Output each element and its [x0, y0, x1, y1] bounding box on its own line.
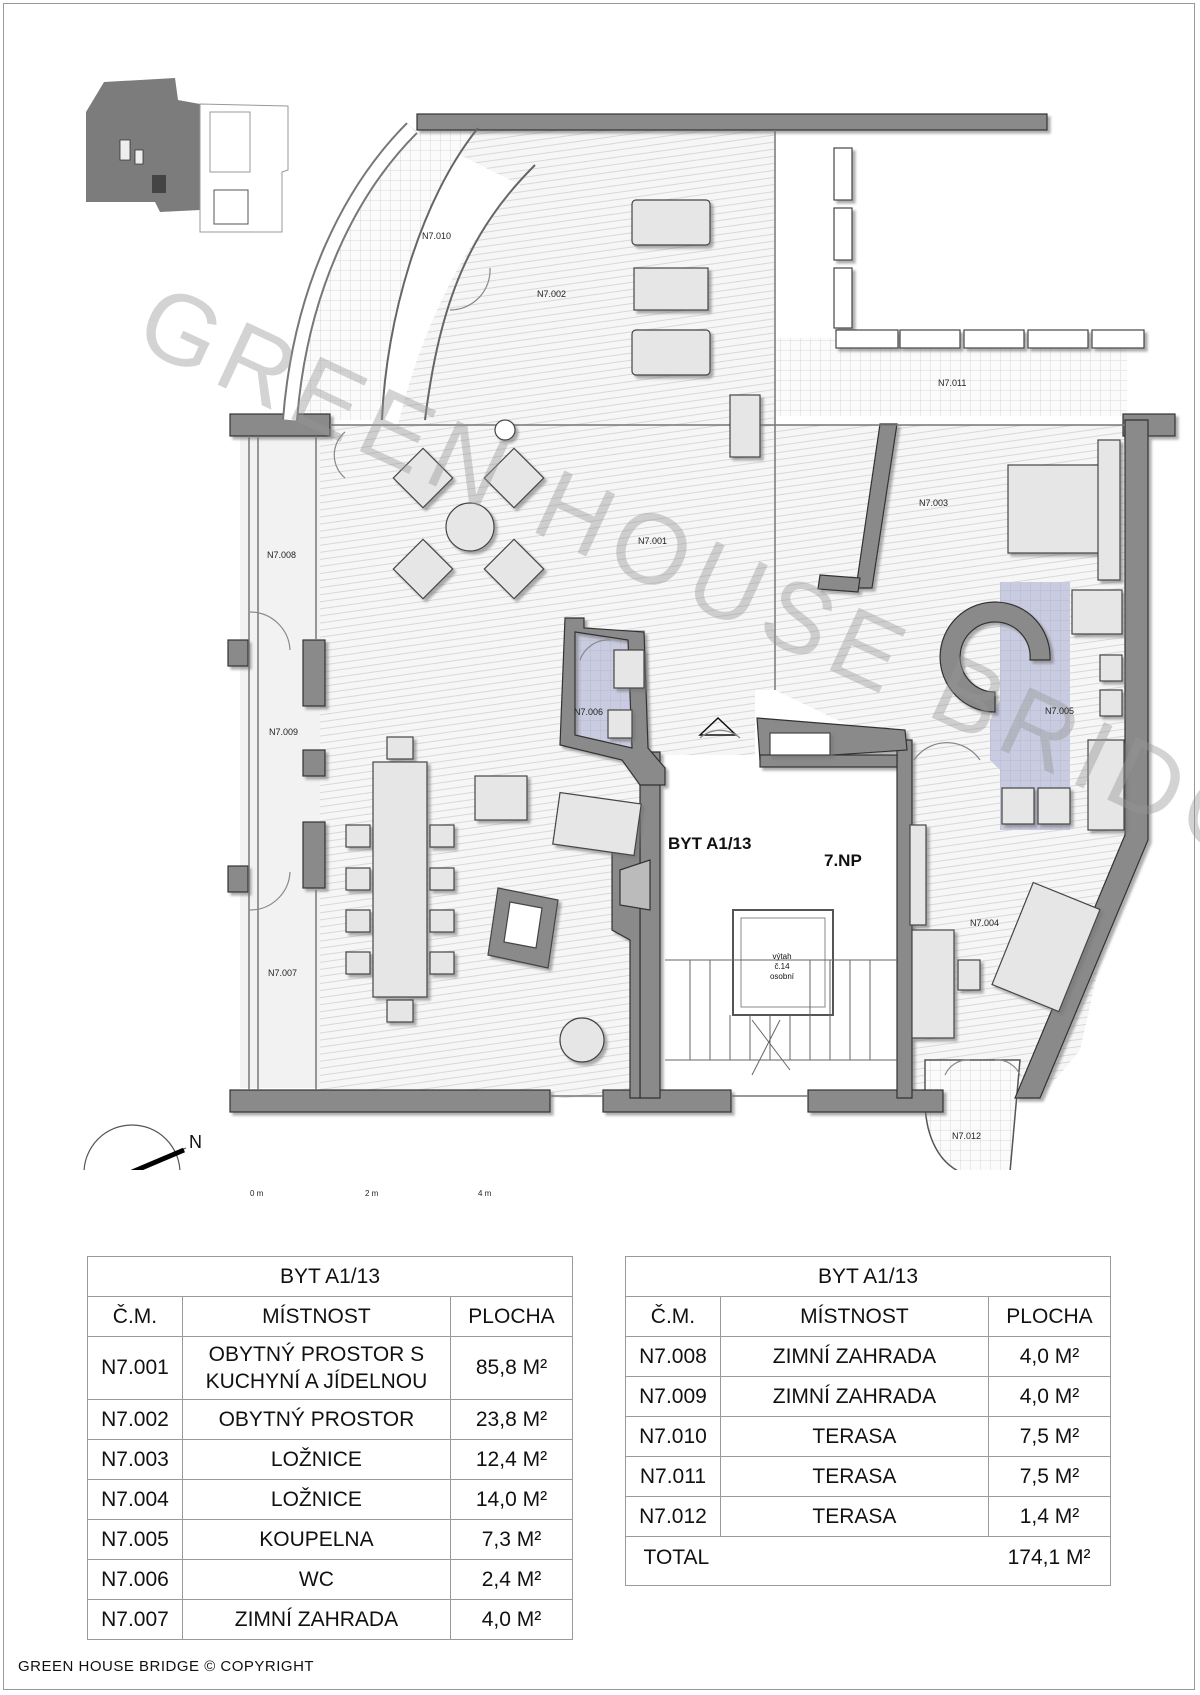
- room-label-n7005: N7.005: [1045, 706, 1075, 716]
- table-title: BYT A1/13: [625, 1256, 1111, 1297]
- room-label-n7006: N7.006: [574, 707, 604, 717]
- door-swings: [249, 267, 1021, 1076]
- cell-number: N7.007: [87, 1599, 183, 1640]
- cell-area: 7,5 M²: [987, 1456, 1112, 1497]
- scale-label-4: 4 m: [478, 1189, 492, 1198]
- cell-number: N7.009: [625, 1376, 721, 1417]
- cell-room: LOŽNICE: [181, 1439, 451, 1480]
- copyright-footer: GREEN HOUSE BRIDGE © COPYRIGHT: [18, 1658, 315, 1675]
- furniture: [345, 199, 1125, 1063]
- room-label-n7004: N7.004: [970, 918, 1000, 928]
- table-row: N7.006 WC 2,4 M²: [87, 1559, 574, 1600]
- cell-area: 4,0 M²: [987, 1376, 1112, 1417]
- cell-number: N7.005: [87, 1519, 183, 1560]
- elevator-label: výtah č.14 osobní: [769, 952, 795, 981]
- table-row: N7.010 TERASA 7,5 M²: [625, 1416, 1112, 1457]
- cell-area: 4,0 M²: [987, 1336, 1112, 1377]
- compass: [83, 1124, 187, 1170]
- cell-number: N7.003: [87, 1439, 183, 1480]
- table-row: N7.005 KOUPELNA 7,3 M²: [87, 1519, 574, 1560]
- room-label-n7011: N7.011: [938, 378, 967, 388]
- room-table-left: BYT A1/13 Č.M. MÍSTNOST PLOCHA N7.001 OB…: [87, 1256, 574, 1640]
- cell-area: 23,8 M²: [449, 1399, 574, 1440]
- cell-number: N7.011: [625, 1456, 721, 1497]
- table-row: N7.007 ZIMNÍ ZAHRADA 4,0 M²: [87, 1599, 574, 1640]
- header-room: MÍSTNOST: [719, 1296, 989, 1337]
- page-frame: [3, 3, 1195, 1690]
- room-label-n7001: N7.001: [638, 536, 668, 546]
- room-label-n7007: N7.007: [268, 968, 298, 978]
- cell-room: TERASA: [719, 1416, 989, 1457]
- total-row: TOTAL 174,1 M²: [626, 1537, 1111, 1580]
- floor-plan: [83, 78, 1176, 1170]
- cell-number: N7.002: [87, 1399, 183, 1440]
- cell-room: KOUPELNA: [181, 1519, 451, 1560]
- floor-label: 7.NP: [824, 851, 862, 870]
- terrace-railing: [282, 122, 536, 421]
- total-label: TOTAL: [643, 1546, 710, 1569]
- cell-area: 7,3 M²: [449, 1519, 574, 1560]
- cell-room: ZIMNÍ ZAHRADA: [181, 1599, 451, 1640]
- staircase: [665, 716, 897, 1076]
- header-area: PLOCHA: [987, 1296, 1112, 1337]
- apartment-label: BYT A1/13: [668, 834, 752, 853]
- room-label-n7009: N7.009: [269, 727, 299, 737]
- header-area: PLOCHA: [449, 1296, 574, 1337]
- cell-room: OBYTNÝ PROSTOR S KUCHYNÍ A JÍDELNOU: [181, 1336, 451, 1400]
- cell-area: 85,8 M²: [449, 1336, 574, 1400]
- table-row: N7.011 TERASA 7,5 M²: [625, 1456, 1112, 1497]
- table-row: N7.008 ZIMNÍ ZAHRADA 4,0 M²: [625, 1336, 1112, 1377]
- scale-label-2: 2 m: [365, 1189, 379, 1198]
- room-table-right: BYT A1/13 Č.M. MÍSTNOST PLOCHA N7.008 ZI…: [625, 1256, 1112, 1580]
- scale-label-0: 0 m: [250, 1189, 264, 1198]
- room-label-n7010: N7.010: [422, 231, 452, 241]
- room-label-n7003: N7.003: [919, 498, 949, 508]
- table-row: N7.003 LOŽNICE 12,4 M²: [87, 1439, 574, 1480]
- header-number: Č.M.: [87, 1296, 183, 1337]
- room-label-n7008: N7.008: [267, 550, 297, 560]
- table-row: N7.004 LOŽNICE 14,0 M²: [87, 1479, 574, 1520]
- header-room: MÍSTNOST: [181, 1296, 451, 1337]
- cell-number: N7.010: [625, 1416, 721, 1457]
- total-value: 174,1 M²: [1007, 1546, 1091, 1569]
- cell-area: 4,0 M²: [449, 1599, 574, 1640]
- room-label-n7002: N7.002: [537, 289, 567, 299]
- cell-number: N7.001: [87, 1336, 183, 1400]
- cell-room: OBYTNÝ PROSTOR: [181, 1399, 451, 1440]
- cell-room: ZIMNÍ ZAHRADA: [719, 1336, 989, 1377]
- key-plan: [86, 78, 292, 235]
- north-label: N: [189, 1132, 202, 1152]
- cell-number: N7.012: [625, 1496, 721, 1537]
- cell-area: 12,4 M²: [449, 1439, 574, 1480]
- cell-number: N7.006: [87, 1559, 183, 1600]
- cell-room: TERASA: [719, 1456, 989, 1497]
- cell-area: 1,4 M²: [987, 1496, 1112, 1537]
- table-row: N7.009 ZIMNÍ ZAHRADA 4,0 M²: [625, 1376, 1112, 1417]
- cell-area: 2,4 M²: [449, 1559, 574, 1600]
- cell-area: 14,0 M²: [449, 1479, 574, 1520]
- cell-number: N7.004: [87, 1479, 183, 1520]
- table-row: N7.001 OBYTNÝ PROSTOR S KUCHYNÍ A JÍDELN…: [87, 1336, 574, 1400]
- room-label-n7012: N7.012: [952, 1131, 982, 1141]
- header-number: Č.M.: [625, 1296, 721, 1337]
- cell-area: 7,5 M²: [987, 1416, 1112, 1457]
- cell-room: WC: [181, 1559, 451, 1600]
- table-row: N7.002 OBYTNÝ PROSTOR 23,8 M²: [87, 1399, 574, 1440]
- cell-room: TERASA: [719, 1496, 989, 1537]
- table-title: BYT A1/13: [87, 1256, 573, 1297]
- table-row: N7.012 TERASA 1,4 M²: [625, 1496, 1112, 1537]
- cell-number: N7.008: [625, 1336, 721, 1377]
- cell-room: ZIMNÍ ZAHRADA: [719, 1376, 989, 1417]
- cell-room: LOŽNICE: [181, 1479, 451, 1520]
